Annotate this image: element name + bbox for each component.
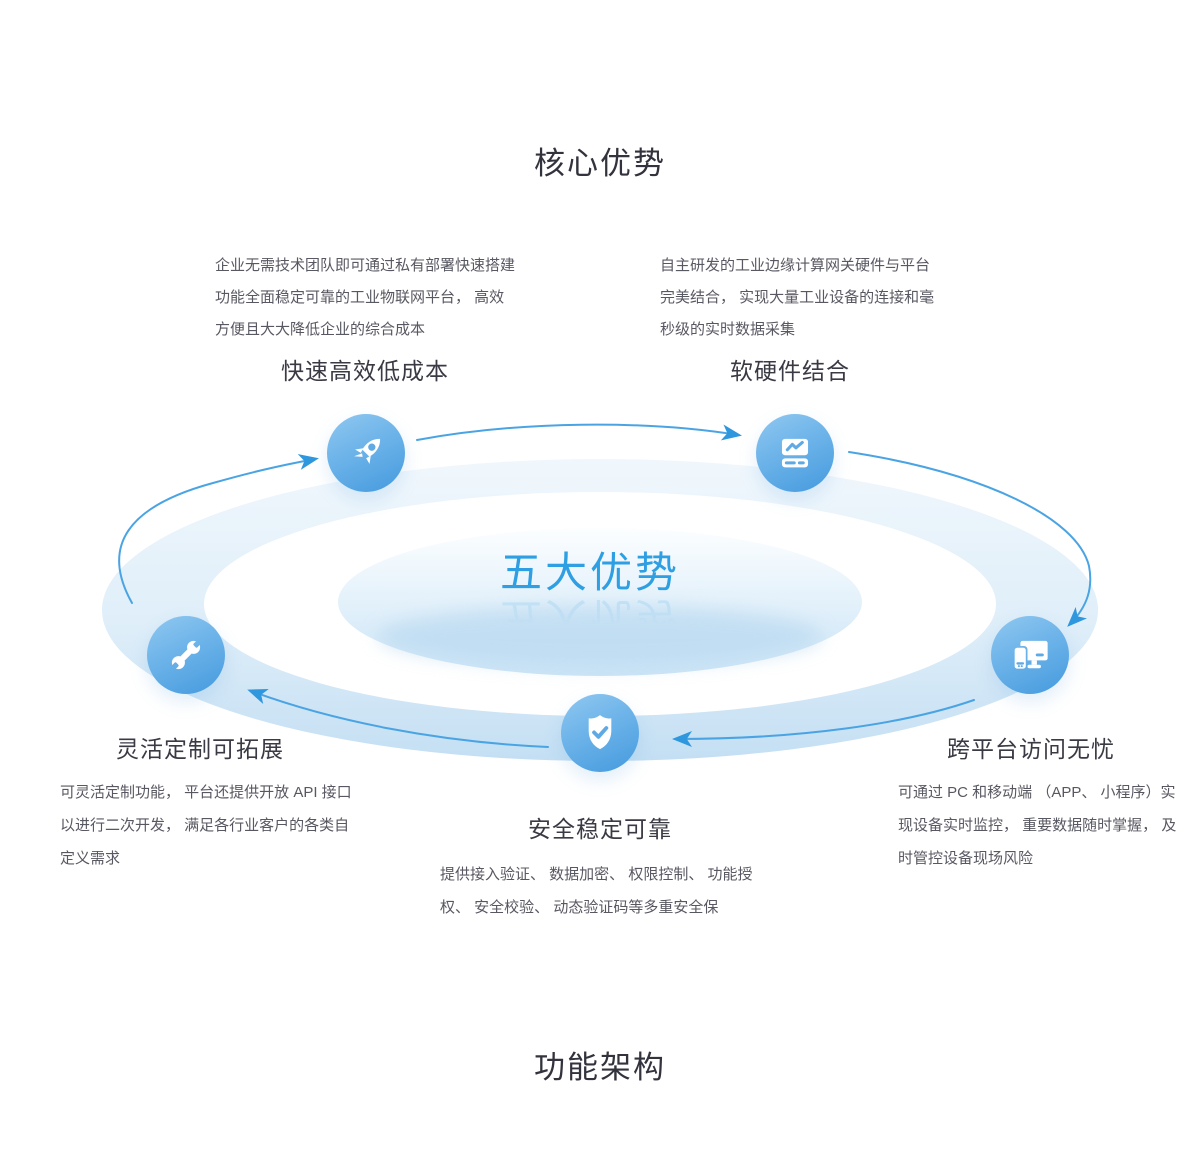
devices-icon <box>1014 640 1048 669</box>
feature-crossplatform-description: 可通过 PC 和移动端 （APP、 小程序）实现设备实时监控， 重要数据随时掌握… <box>898 784 1177 867</box>
feature-hardware-label: 软硬件结合 <box>730 358 850 384</box>
feature-crossplatform-label: 跨平台访问无忧 <box>947 736 1115 762</box>
feature-crossplatform-icon-circle <box>991 616 1069 694</box>
feature-hardware-description: 自主研发的工业边缘计算网关硬件与平台完美结合， 实现大量工业设备的连接和毫秒级的… <box>660 257 935 338</box>
arc-wrench-to-rocket <box>118 454 319 604</box>
shield-check-icon <box>588 714 612 750</box>
arc-gateway-to-devices <box>848 451 1092 627</box>
gateway-icon <box>781 438 809 468</box>
feature-flexible-icon-circle <box>147 616 225 694</box>
feature-flexible-description: 可灵活定制功能， 平台还提供开放 API 接口以进行二次开发， 满足各行业客户的… <box>60 784 352 867</box>
wrench-icon <box>163 632 209 678</box>
feature-flexible-label: 灵活定制可拓展 <box>116 736 284 762</box>
next-section-title: 功能架构 <box>534 1050 666 1085</box>
center-headline: 五大优势 <box>499 549 680 596</box>
feature-fast-icon-circle <box>327 414 405 492</box>
feature-fast-label: 快速高效低成本 <box>281 358 449 384</box>
feature-secure-icon-circle <box>561 694 639 772</box>
arc-rocket-to-gateway <box>416 423 742 441</box>
feature-hardware-icon-circle <box>756 414 834 492</box>
page-title: 核心优势 <box>534 146 666 181</box>
center-headline-reflection: 五大优势 <box>499 594 680 642</box>
feature-fast-description: 企业无需技术团队即可通过私有部署快速搭建功能全面稳定可靠的工业物联网平台， 高效… <box>215 257 516 338</box>
feature-secure-description: 提供接入验证、 数据加密、 权限控制、 功能授权、 安全校验、 动态验证码等多重… <box>440 866 753 916</box>
feature-secure-label: 安全稳定可靠 <box>528 816 672 842</box>
center-headline-wrap: 五大优势 五大优势 <box>390 549 790 642</box>
rocket-icon <box>354 438 381 464</box>
